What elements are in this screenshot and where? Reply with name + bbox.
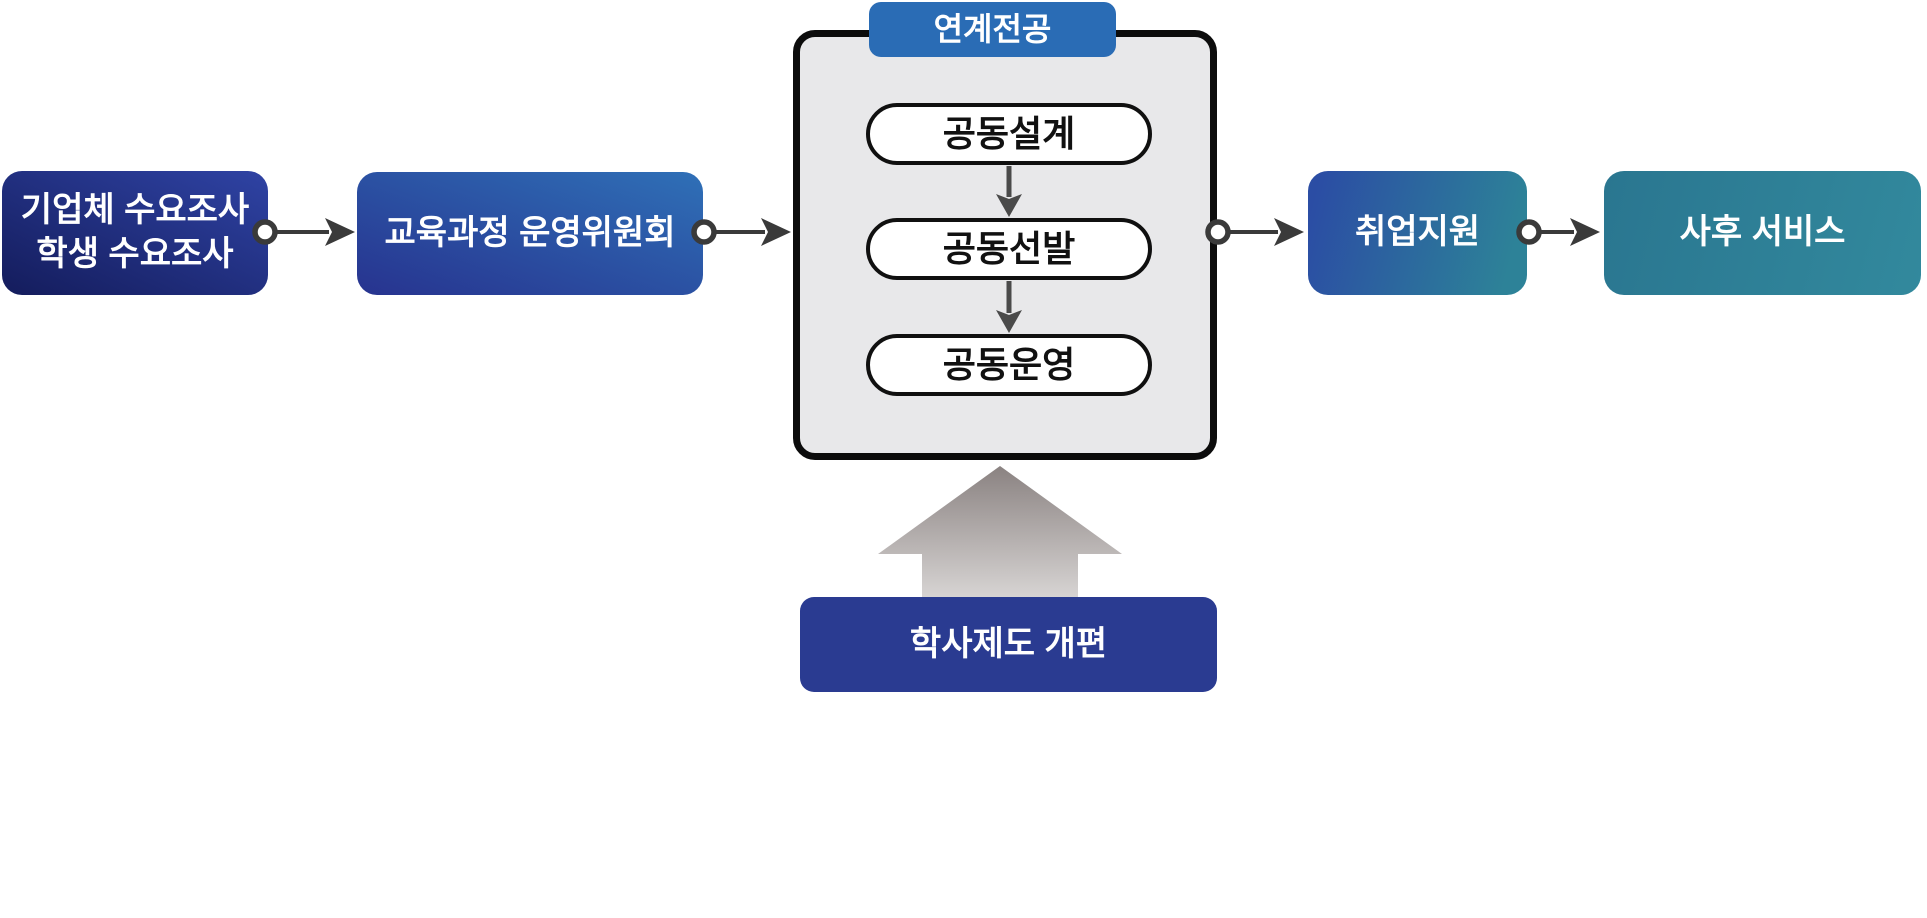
connector-dot-icon: [1516, 219, 1542, 245]
arrowhead-icon: [761, 218, 791, 246]
up-arrow: [878, 466, 1122, 599]
step-pill-joint-selection: 공동선발: [866, 218, 1152, 280]
node-label: 취업지원: [1354, 213, 1481, 252]
arrowhead-icon: [1274, 218, 1304, 246]
arrowhead-icon: [1570, 218, 1600, 246]
step-label: 공동설계: [942, 112, 1076, 154]
node-demand-survey-label: 기업체 수요조사 학생 수요조사: [21, 189, 249, 276]
down-arrow-icon: [996, 166, 1022, 217]
node-academic-reform: 학사제도 개편: [800, 597, 1217, 692]
tag-label: 연계전공: [933, 11, 1052, 48]
node-label: 사후 서비스: [1679, 213, 1846, 252]
node-employment-support: 취업지원: [1308, 171, 1527, 295]
step-label: 공동운영: [942, 343, 1076, 385]
step-pill-joint-operation: 공동운영: [866, 334, 1152, 396]
flow-connector-2: [691, 218, 791, 246]
node-label: 학사제도 개편: [909, 624, 1108, 663]
arrowhead-icon: [325, 218, 355, 246]
flow-connector-4: [1516, 218, 1600, 246]
step-pill-joint-design: 공동설계: [866, 103, 1152, 165]
connector-dot-icon: [252, 219, 278, 245]
node-label-line: 기업체 수요조사: [20, 191, 250, 230]
connector-dot-icon: [691, 219, 717, 245]
node-label-line: 학생 수요조사: [36, 235, 234, 273]
down-arrow-icon: [996, 281, 1022, 333]
connector-dot-icon: [1205, 219, 1231, 245]
step-label: 공동선발: [942, 227, 1076, 269]
flow-connector-1: [252, 218, 355, 246]
flow-connector-3: [1205, 218, 1304, 246]
node-demand-survey: 기업체 수요조사 학생 수요조사: [2, 171, 268, 295]
linked-major-tag: 연계전공: [869, 2, 1116, 57]
node-curriculum-committee: 교육과정 운영위원회: [357, 172, 703, 295]
node-after-service: 사후 서비스: [1604, 171, 1921, 295]
node-label: 교육과정 운영위원회: [384, 213, 676, 252]
